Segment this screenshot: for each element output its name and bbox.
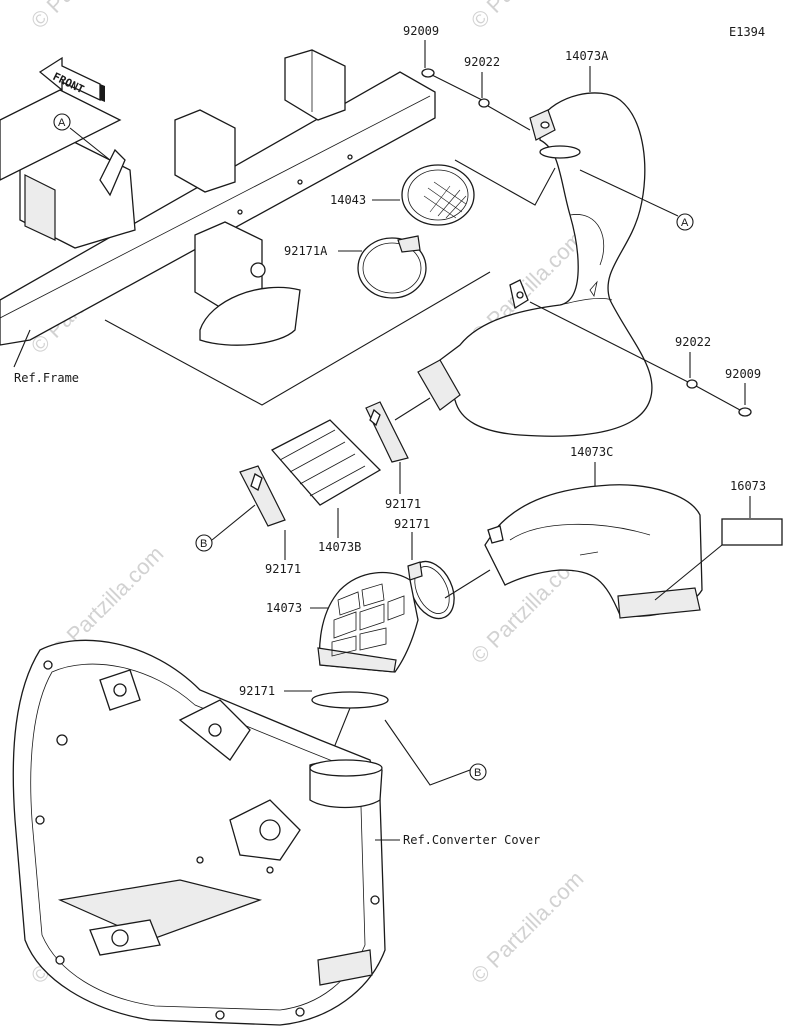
washer-92022-top xyxy=(478,98,490,108)
label-92022-top: 92022 xyxy=(464,55,500,69)
callout-b-left-text: B xyxy=(200,538,207,550)
label-92022-right: 92022 xyxy=(675,335,711,349)
label-92171-mid1: 92171 xyxy=(385,497,421,511)
callout-b-right-text: B xyxy=(474,767,481,779)
label-92009-right: 92009 xyxy=(725,367,761,381)
frame-assembly xyxy=(0,49,436,346)
callout-a-left xyxy=(53,113,71,131)
label-ref-converter-cover: Ref.Converter Cover xyxy=(403,833,540,847)
callout-b-left xyxy=(195,534,213,552)
clamp-92171-lower xyxy=(311,691,389,709)
watermark: © Partzilla.com xyxy=(26,0,149,34)
label-sticker-16073 xyxy=(721,518,783,546)
label-14073A: 14073A xyxy=(565,49,609,63)
screen-14043 xyxy=(401,164,475,226)
callout-b-right xyxy=(469,763,487,781)
callout-a-left-text: A xyxy=(58,117,66,129)
watermark: © Partzilla.com xyxy=(466,0,589,34)
converter-cover xyxy=(12,639,386,1026)
callout-a-right xyxy=(676,213,694,231)
duct-14073A xyxy=(417,92,653,437)
label-14073: 14073 xyxy=(266,601,302,615)
clamp-92171A xyxy=(357,235,427,299)
diagram-code: E1394 xyxy=(729,25,765,39)
label-14043: 14043 xyxy=(330,193,366,207)
label-14073B: 14073B xyxy=(318,540,361,554)
washer-92022-right xyxy=(686,379,698,389)
elbow-14073 xyxy=(317,571,419,673)
label-92009-top: 92009 xyxy=(403,24,439,38)
label-16073: 16073 xyxy=(730,479,766,493)
bolt-92009-right xyxy=(695,385,752,417)
duct-14073C xyxy=(484,484,703,619)
callout-a-right-text: A xyxy=(681,217,689,229)
duct-14073B xyxy=(239,401,409,527)
label-92171-low: 92171 xyxy=(239,684,275,698)
label-14073C: 14073C xyxy=(570,445,613,459)
watermark: © Partzilla.com xyxy=(466,866,589,989)
label-92171-mid2: 92171 xyxy=(394,517,430,531)
bolt-92009-top xyxy=(421,68,483,101)
label-92171-left: 92171 xyxy=(265,562,301,576)
label-ref-frame: Ref.Frame xyxy=(14,371,79,385)
label-92171A: 92171A xyxy=(284,244,328,258)
